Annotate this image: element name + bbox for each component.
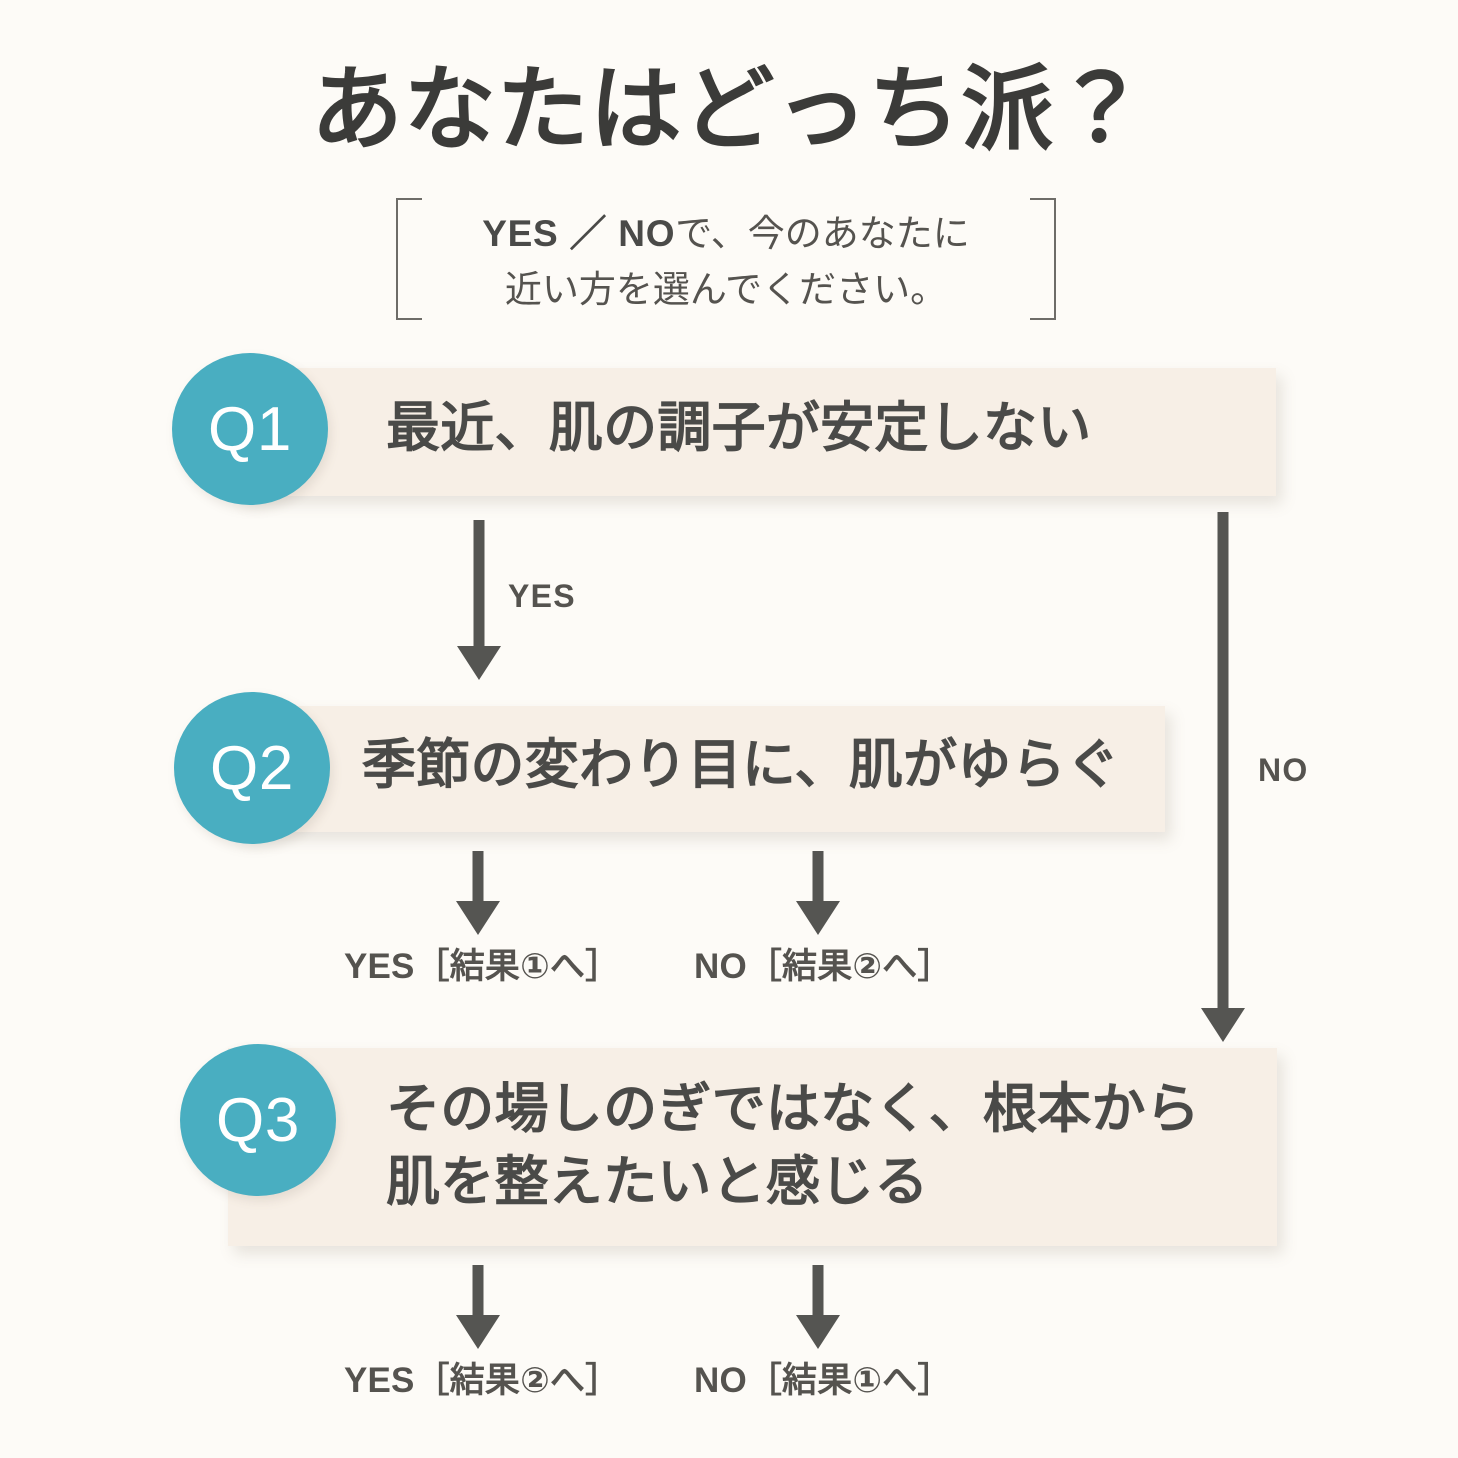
subtitle-bracket-frame: YES ／ NOで、今のあなたに近い方を選んでください。 (396, 198, 1056, 320)
arrow-q1-no-icon (1197, 512, 1249, 1042)
arrow-shaft (472, 851, 484, 901)
bracket-left-icon (396, 198, 422, 320)
question-badge-q1: Q1 (172, 353, 328, 505)
edge-label-q1-yes: YES (508, 578, 576, 614)
arrow-shaft (812, 851, 824, 901)
arrow-head (456, 901, 500, 935)
outcome-label-q3-no: NO［結果①へ］ (694, 1361, 953, 1400)
outcome-label-q2-yes: YES［結果①へ］ (344, 947, 621, 986)
outcome-label-q2-no: NO［結果②へ］ (694, 947, 953, 986)
question-badge-q3: Q3 (180, 1044, 336, 1196)
outcome-label-q3-yes: YES［結果②へ］ (344, 1361, 621, 1400)
subtitle-line1-rest: で、今のあなたに (675, 213, 970, 254)
question-text-q3: その場しのぎではなく、根本から 肌を整えたいと感じる (386, 1079, 1201, 1212)
arrow-q3-no-icon (792, 1265, 844, 1349)
arrow-head (796, 901, 840, 935)
question-card-q2[interactable] (238, 706, 1165, 832)
page-title: あなたはどっち派？ (310, 59, 1148, 161)
arrow-q3-yes-icon (452, 1265, 504, 1349)
bracket-right-icon (1030, 198, 1056, 320)
question-text-q1: 最近、肌の調子が安定しない (386, 398, 1092, 458)
arrow-shaft (1217, 512, 1229, 1008)
arrow-head (457, 646, 501, 680)
arrow-q2-yes-icon (452, 851, 504, 935)
subtitle-yesno-emphasis: YES ／ NO (482, 213, 676, 254)
arrow-head (1201, 1008, 1245, 1042)
arrow-shaft (473, 520, 485, 646)
arrow-head (456, 1315, 500, 1349)
question-card-q3[interactable] (228, 1048, 1277, 1246)
question-text-q2: 季節の変わり目に、肌がゆらぐ (362, 735, 1121, 795)
arrow-head (796, 1315, 840, 1349)
subtitle-line2: 近い方を選んでください。 (504, 268, 948, 310)
subtitle-text: YES ／ NOで、今のあなたに近い方を選んでください。 (422, 206, 1030, 317)
arrow-shaft (472, 1265, 484, 1315)
arrow-q2-no-icon (792, 851, 844, 935)
question-card-q1[interactable] (238, 368, 1276, 496)
edge-label-q1-no: NO (1258, 752, 1309, 788)
question-badge-q2: Q2 (174, 692, 330, 844)
arrow-q1-yes-icon (453, 520, 505, 680)
arrow-shaft (812, 1265, 824, 1315)
